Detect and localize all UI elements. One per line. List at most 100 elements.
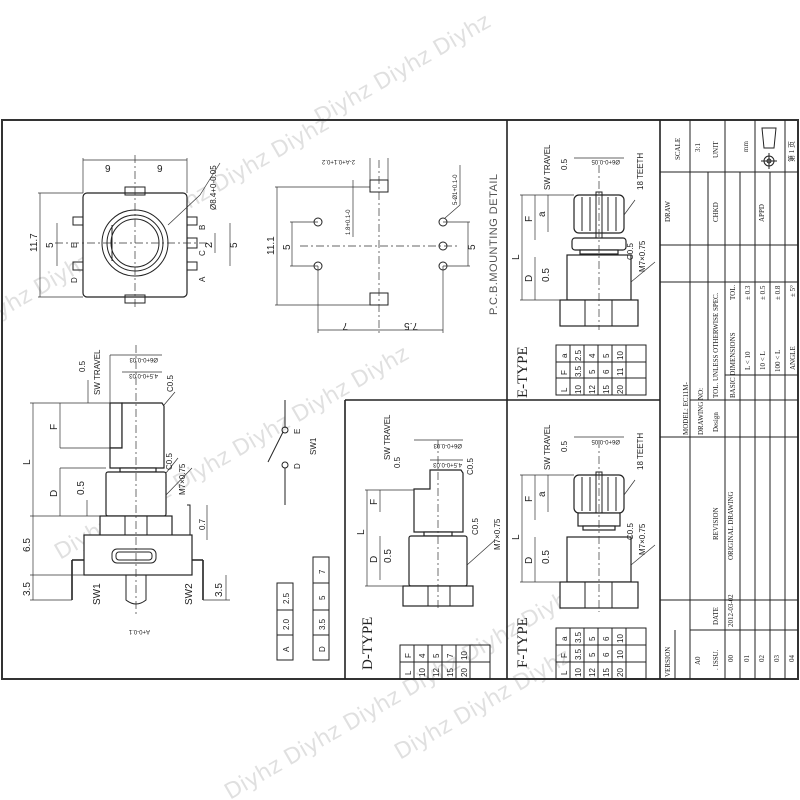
f-table-col-F: F bbox=[560, 653, 569, 658]
table-D: D 3.5 5 7 bbox=[312, 556, 330, 661]
tol-range: L < 10 bbox=[744, 351, 752, 370]
pcb-hole-dim: 5-Ø1+0.1-0 bbox=[453, 174, 459, 205]
d-table-cell: 4 bbox=[418, 653, 427, 658]
switch-D-label: D bbox=[293, 463, 302, 469]
e-type-title: E-TYPE bbox=[515, 346, 531, 398]
f-type-view: L F a D 0.5 Ø6+0-0.05 0.5 SW TRAVEL 18 T… bbox=[511, 424, 656, 680]
e-table-cell: 3.5 bbox=[574, 365, 583, 377]
d-type-view: L F D 0.5 Ø6+0-0.03 4.5+0-0.03 0.5 SW TR… bbox=[356, 414, 502, 680]
sw1-label: SW1 bbox=[92, 583, 103, 605]
dim-5-left: 5 bbox=[45, 242, 56, 248]
dim-5-right: 5 bbox=[229, 242, 240, 248]
side-sw-val: 0.5 bbox=[78, 360, 87, 372]
e-table-cell: 4 bbox=[588, 353, 597, 358]
pin-C-label: C bbox=[198, 250, 207, 256]
drawing-no-label: DRAWING NO: bbox=[697, 388, 705, 435]
f-type-teeth: 18 TEETH bbox=[636, 433, 645, 470]
tol-value: ± 0.5 bbox=[759, 285, 767, 300]
top-view: 9 9 11.7 5 E D B C A 2 5 Ø8.4+0-0.05 bbox=[29, 155, 240, 310]
side-pin-tol: A+0-0.1 bbox=[128, 628, 150, 634]
issue-header: . ISSU. bbox=[712, 649, 720, 670]
issue-row: 02 bbox=[758, 655, 766, 663]
appd-label: APPD bbox=[758, 204, 766, 222]
pin-D-label: D bbox=[70, 277, 79, 283]
e-type-0-5: 0.5 bbox=[541, 268, 552, 282]
d-table-col-F: F bbox=[404, 653, 413, 658]
f-type-chamfer: C0.5 bbox=[626, 523, 635, 540]
e-table-cell: 10 bbox=[616, 351, 625, 360]
d-table-cell: 12 bbox=[432, 668, 441, 677]
f-type-sw-travel: SW TRAVEL bbox=[543, 424, 552, 470]
pcb-slot-dim: 2-A+0.1+0.2 bbox=[321, 158, 355, 164]
unit-value: mm bbox=[742, 141, 750, 152]
pin-E-label: E bbox=[70, 243, 79, 248]
e-table-cell: 12 bbox=[588, 385, 597, 394]
d-type-sw-val: 0.5 bbox=[393, 456, 402, 468]
f-table-cell: 10 bbox=[616, 634, 625, 643]
d-table-col-L: L bbox=[404, 670, 413, 675]
f-type-L: L bbox=[511, 534, 522, 540]
d-type-L: L bbox=[356, 529, 367, 535]
tol-label: TOL. bbox=[729, 285, 737, 300]
f-table-col-L: L bbox=[560, 670, 569, 675]
f-type-shaft-dia: Ø6+0-0.05 bbox=[591, 438, 620, 444]
d-type-title: D-TYPE bbox=[360, 617, 376, 670]
f-table-cell: 6 bbox=[602, 652, 611, 657]
e-type-table: L F a 10 3.5 2.5 12 5 4 15 6 5 20 11 10 bbox=[555, 344, 647, 396]
revision-row: ORIGINAL DRAWING bbox=[727, 491, 735, 560]
table-D-header: D bbox=[318, 646, 327, 652]
pcb-dim-7-5: 7.5 bbox=[404, 320, 418, 331]
tol-value: ± 0.8 bbox=[774, 285, 782, 300]
table-A: A 2.0 2.5 bbox=[276, 582, 294, 661]
d-table-cell: 5 bbox=[432, 653, 441, 658]
d-table-cell: 10 bbox=[418, 668, 427, 677]
d-type-F: F bbox=[369, 499, 380, 505]
e-table-cell: 20 bbox=[616, 385, 625, 394]
draw-label: DRAW bbox=[664, 201, 672, 222]
pcb-mounting-detail: 11.1 5 5 7 7.5 1.8+0.1-0 2-A+0.1+0.2 5-Ø… bbox=[266, 158, 500, 335]
switch-label: SW1 bbox=[309, 437, 318, 455]
d-type-table: L F 10 4 12 5 15 7 20 10 bbox=[399, 644, 491, 680]
d-table-cell: 10 bbox=[460, 651, 469, 660]
e-table-cell: 15 bbox=[602, 385, 611, 394]
dim-2: 2 bbox=[204, 242, 215, 248]
d-type-shaft-dia: Ø6+0-0.03 bbox=[433, 442, 462, 448]
e-type-sw-travel: SW TRAVEL bbox=[543, 144, 552, 190]
e-type-sw-val: 0.5 bbox=[560, 158, 569, 170]
f-table-cell: 5 bbox=[588, 652, 597, 657]
side-dim-D: D bbox=[49, 490, 60, 497]
side-chamfer-top: C0.5 bbox=[166, 375, 175, 392]
issue-row: 00 bbox=[727, 655, 735, 663]
pcb-dim-5-left: 5 bbox=[282, 244, 293, 250]
f-type-D: D bbox=[524, 557, 535, 564]
f-table-cell: 3.5 bbox=[574, 648, 583, 660]
tol-value: ± 5° bbox=[789, 285, 797, 297]
page-number: 第 1 页 bbox=[787, 141, 796, 162]
d-type-sw-travel: SW TRAVEL bbox=[383, 414, 392, 460]
e-table-cell: 5 bbox=[602, 353, 611, 358]
date-row: 2012-03-02 bbox=[727, 594, 735, 627]
f-table-cell: 12 bbox=[588, 668, 597, 677]
d-type-chamfer-thread: C0.5 bbox=[471, 518, 480, 535]
table-D-val-2: 5 bbox=[318, 595, 327, 600]
tol-header: TOL. UNLESS OTHERWISE SPEC. bbox=[712, 292, 720, 398]
e-type-L: L bbox=[511, 254, 522, 260]
pcb-dim-offset: 1.8+0.1-0 bbox=[346, 209, 352, 235]
table-A-val-2: 2.5 bbox=[282, 592, 291, 604]
scale-value: 3:1 bbox=[694, 143, 702, 152]
f-type-thread: M7×0.75 bbox=[638, 523, 647, 555]
f-table-cell: 6 bbox=[602, 636, 611, 641]
e-table-cell: 10 bbox=[574, 385, 583, 394]
e-table-cell: 2.5 bbox=[574, 349, 583, 361]
e-table-cell: 11 bbox=[616, 367, 625, 376]
side-dim-L: L bbox=[22, 459, 33, 465]
side-dim-0-7: 0.7 bbox=[198, 518, 207, 530]
e-table-col-a: a bbox=[560, 353, 569, 358]
dim-diameter: Ø8.4+0-0.05 bbox=[209, 165, 218, 210]
issue-row: 01 bbox=[743, 655, 751, 663]
d-type-0-5: 0.5 bbox=[383, 549, 394, 563]
watermark: Diyhz Diyhz Diyhz bbox=[311, 9, 496, 130]
e-type-teeth: 18 TEETH bbox=[636, 153, 645, 190]
f-table-cell: 20 bbox=[616, 668, 625, 677]
